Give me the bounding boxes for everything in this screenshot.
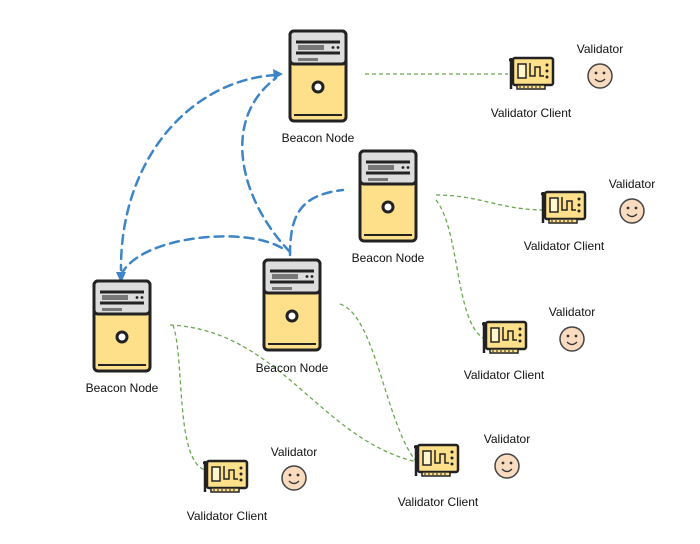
smiley-face-icon: [619, 198, 645, 224]
validator-client-3: Validator Client: [464, 320, 545, 382]
beacon-node-4: Beacon Node: [86, 279, 159, 395]
link-bn4-vc5: [172, 324, 206, 471]
link-bn3-vc4: [339, 303, 416, 461]
circuit-card-icon: [480, 320, 528, 355]
validator-client-label: Validator Client: [491, 106, 572, 120]
beacon-link-arrowheads: [116, 69, 283, 283]
validator-label: Validator: [609, 177, 655, 191]
validator-2: Validator: [609, 177, 655, 224]
validator-client-label: Validator Client: [524, 239, 605, 253]
server-icon: [288, 29, 348, 123]
validator-3: Validator: [549, 305, 595, 352]
validator-client-4: Validator Client: [398, 443, 479, 509]
client-links: [169, 73, 546, 471]
link-bn4-bn3: [119, 235, 287, 277]
smiley-face-icon: [281, 465, 307, 491]
arrowhead-bn1: [273, 69, 283, 79]
server-icon: [92, 279, 152, 373]
validator-label: Validator: [549, 305, 595, 319]
beacon-node-2: Beacon Node: [352, 149, 425, 265]
circuit-card-icon: [412, 443, 460, 478]
beacon-node-label: Beacon Node: [352, 251, 425, 265]
server-icon: [262, 258, 322, 352]
smiley-face-icon: [494, 453, 520, 479]
link-bn3-bn1: [241, 76, 292, 254]
link-bn1-bn4: [119, 73, 278, 272]
validator-client-label: Validator Client: [464, 368, 545, 382]
validator-client-5: Validator Client: [187, 459, 268, 523]
validator-label: Validator: [484, 432, 530, 446]
beacon-links: [119, 73, 345, 277]
validator-client-2: Validator Client: [524, 190, 605, 253]
server-icon: [358, 149, 418, 243]
arrowhead-bn4: [116, 272, 126, 283]
validator-client-label: Validator Client: [398, 495, 479, 509]
validator-client-1: Validator Client: [491, 56, 572, 120]
validator-4: Validator: [484, 432, 530, 479]
beacon-node-1: Beacon Node: [282, 29, 355, 145]
beacon-node-label: Beacon Node: [256, 361, 329, 375]
circuit-card-icon: [201, 459, 249, 494]
circuit-card-icon: [539, 190, 587, 225]
beacon-node-3: Beacon Node: [256, 258, 329, 375]
validator-label: Validator: [577, 42, 623, 56]
beacon-node-label: Beacon Node: [282, 131, 355, 145]
smiley-face-icon: [587, 63, 613, 89]
validator-1: Validator: [577, 42, 623, 89]
smiley-face-icon: [559, 326, 585, 352]
circuit-card-icon: [507, 56, 555, 91]
link-bn2-vc2: [435, 194, 546, 211]
validator-5: Validator: [271, 445, 317, 491]
link-bn3-bn2: [288, 188, 345, 257]
link-bn2-vc3: [435, 199, 484, 339]
validator-label: Validator: [271, 445, 317, 459]
beacon-node-label: Beacon Node: [86, 381, 159, 395]
validator-client-label: Validator Client: [187, 509, 268, 523]
